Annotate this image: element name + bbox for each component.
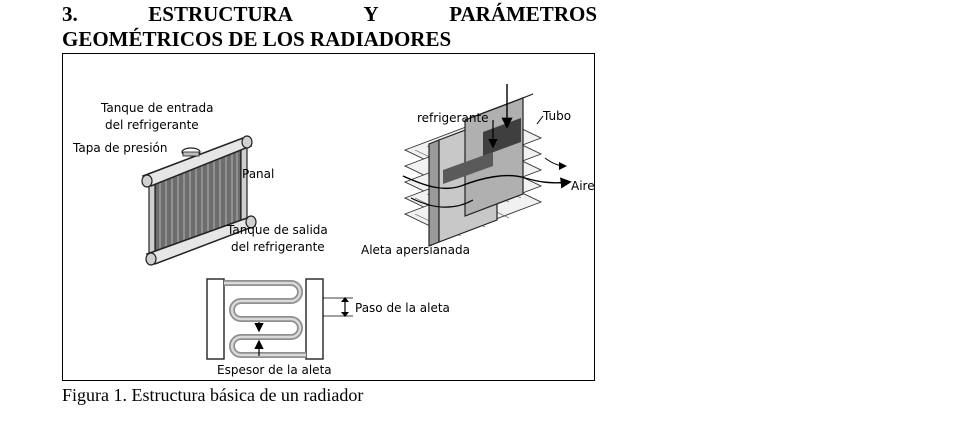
label-fin-pitch: Paso de la aleta	[355, 301, 450, 315]
label-outlet-tank-1: Tanque de salida	[226, 223, 328, 237]
tube-fin-illustration	[402, 84, 572, 247]
heading-word-parametros: PARÁMETROS	[449, 2, 597, 26]
heading-word-estructura: ESTRUCTURA	[148, 2, 293, 26]
figure-caption: Figura 1. Estructura básica de un radiad…	[62, 385, 364, 405]
label-inlet-tank-2: del refrigerante	[105, 118, 199, 132]
radiator-diagram: Tanque de entrada del refrigerante Tapa …	[72, 84, 595, 377]
fin-detail-illustration	[206, 278, 353, 360]
label-pressure-cap: Tapa de presión	[72, 141, 168, 155]
section-number: 3.	[62, 2, 78, 26]
label-outlet-tank-2: del refrigerante	[231, 240, 325, 254]
label-louvered-fin: Aleta apersianada	[361, 243, 470, 257]
radiator-illustration	[141, 135, 257, 266]
label-tube: Tubo	[542, 109, 571, 123]
label-inlet-tank-1: Tanque de entrada	[100, 101, 214, 115]
label-fin-thickness: Espesor de la aleta	[217, 363, 332, 377]
heading-word-y: Y	[363, 2, 379, 26]
figure-frame: Tanque de entrada del refrigerante Tapa …	[62, 53, 595, 381]
detail-tube-right	[305, 278, 324, 360]
detail-tube-left	[206, 278, 225, 360]
label-air: Aire	[571, 179, 595, 193]
section-heading: 3. ESTRUCTURA Y PARÁMETROS GEOMÉTRICOS D…	[62, 2, 597, 52]
label-coolant: refrigerante	[417, 111, 489, 125]
heading-line-2: GEOMÉTRICOS DE LOS RADIADORES	[62, 27, 452, 51]
label-panel: Panal	[242, 167, 274, 181]
core-fins	[159, 147, 238, 257]
